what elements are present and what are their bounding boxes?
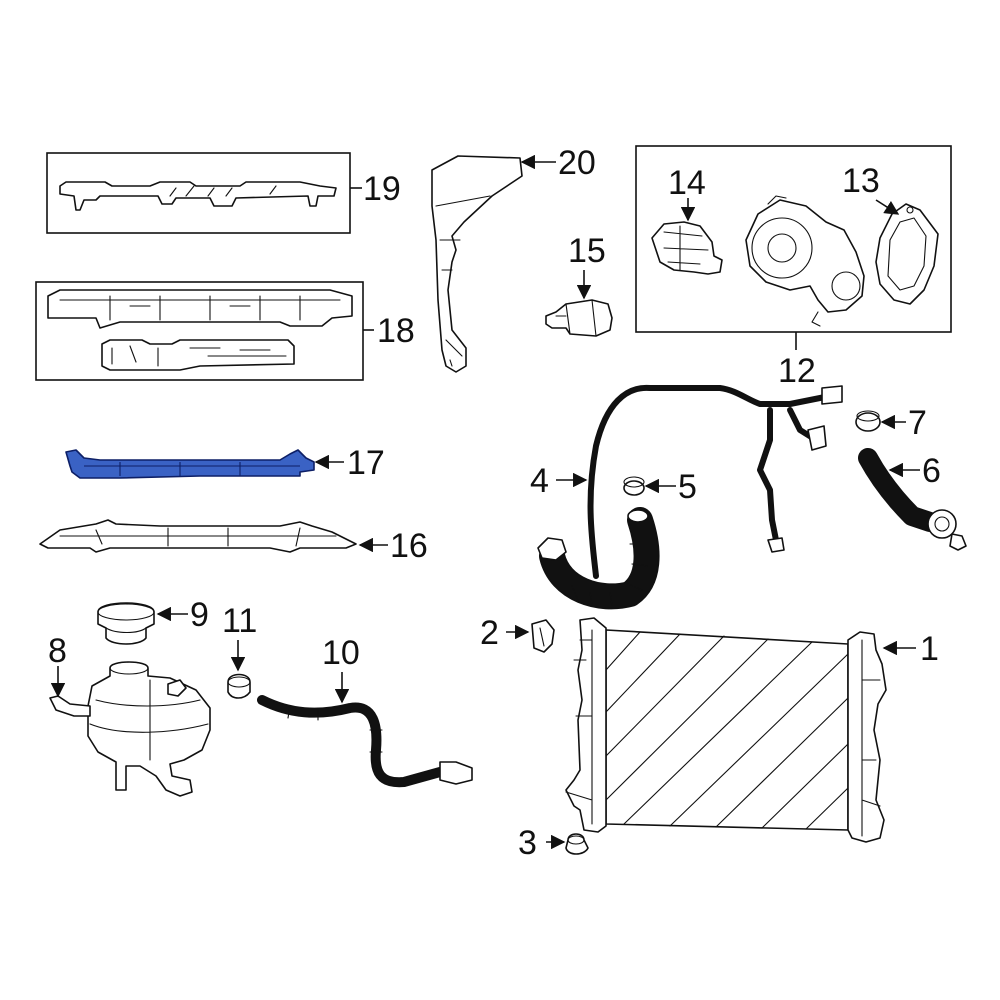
part-19-group[interactable]: 19 [46,152,401,234]
callout-10: 10 [322,634,360,672]
part-17-group[interactable]: 17 [65,444,385,482]
part-15-group[interactable]: 15 [545,232,613,337]
callout-11: 11 [222,602,257,640]
callout-5: 5 [678,468,697,506]
radiator-right-tank[interactable] [847,631,887,843]
callout-18: 18 [377,312,415,350]
part-7-group[interactable]: 7 [855,404,927,442]
callout-6: 6 [922,452,941,490]
part-20-shape[interactable] [431,155,523,373]
part-14-shape[interactable] [651,221,723,275]
callout-17: 17 [347,444,385,482]
part-6-group[interactable]: 6 [858,448,967,551]
part-7-shape[interactable] [855,412,881,432]
part-18-group[interactable]: 18 [35,281,415,381]
callout-3: 3 [518,824,537,862]
part-18-upper-shape[interactable] [47,289,353,329]
part-11-group[interactable]: 11 [222,602,257,699]
radiator-left-tank[interactable] [565,617,607,833]
part-8-group[interactable]: 8 [48,632,211,797]
water-pump-shape[interactable] [745,199,865,313]
part-19-shape[interactable] [59,181,337,211]
part-20-group[interactable]: 20 [431,144,596,373]
radiator-fins [605,631,849,830]
callout-4: 4 [530,462,549,500]
part-4-group[interactable]: 4 [530,384,843,610]
part-9-shape[interactable] [97,602,155,645]
part-1-group[interactable]: 1 [565,617,939,843]
part-5-shape[interactable] [623,480,645,496]
callout-13: 13 [842,162,880,200]
part-10-group[interactable]: 10 [257,634,473,788]
part-16-group[interactable]: 16 [39,519,428,565]
callout-14: 14 [668,164,706,202]
part-3-group[interactable]: 3 [518,824,589,862]
callout-12: 12 [778,352,816,390]
part-13-shape[interactable] [875,203,939,305]
part-18-lower-shape[interactable] [101,339,295,371]
radiator-core[interactable] [605,629,849,831]
callout-20: 20 [558,144,596,182]
part-2-group[interactable]: 2 [480,614,555,653]
part-18-frame [35,281,364,381]
part-19-frame [46,152,351,234]
callout-9: 9 [190,596,209,634]
callout-16: 16 [390,527,428,565]
part-15-shape[interactable] [545,299,613,337]
callout-7: 7 [908,404,927,442]
part-17-shape[interactable] [65,449,315,479]
part-12-group[interactable]: 14 13 12 [635,145,952,390]
callout-1: 1 [920,630,939,668]
callout-19: 19 [363,170,401,208]
part-9-group[interactable]: 9 [97,596,209,645]
callout-15: 15 [568,232,606,270]
part-2-shape[interactable] [531,619,555,653]
part-5-group[interactable]: 5 [623,468,697,506]
callout-2: 2 [480,614,499,652]
callout-8: 8 [48,632,67,670]
part-12-frame [635,145,952,333]
part-11-shape[interactable] [227,673,251,699]
